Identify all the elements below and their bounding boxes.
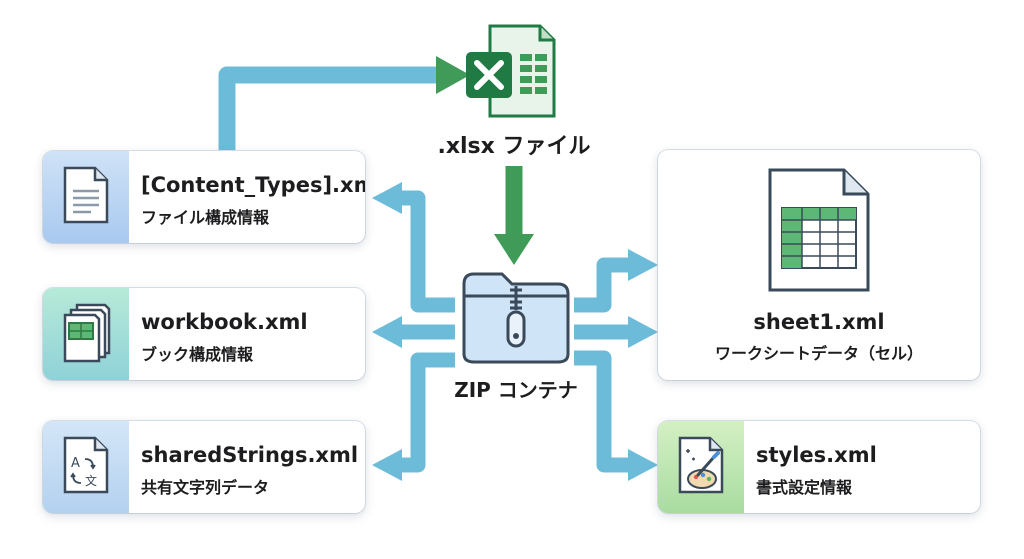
card-title: styles.xml — [756, 443, 877, 467]
card-workbook: workbook.xml ブック構成情報 — [43, 288, 365, 380]
card-title: sharedStrings.xml — [141, 443, 359, 467]
arrowhead-zip — [494, 234, 534, 265]
card-subtitle: ワークシートデータ（セル） — [714, 344, 923, 363]
card-title: workbook.xml — [141, 310, 308, 334]
card-styles: styles.xml 書式設定情報 — [658, 421, 980, 513]
zip-label: ZIP コンテナ — [454, 378, 578, 402]
card-subtitle: 書式設定情報 — [756, 478, 853, 497]
card-shared-strings: A 文 sharedStrings.xml 共有文字列データ — [43, 421, 365, 513]
zip-folder-icon — [458, 262, 574, 370]
stacked-sheets-icon — [61, 301, 113, 367]
arrowhead-workbook — [372, 316, 402, 348]
svg-text:文: 文 — [85, 473, 97, 488]
document-icon — [61, 165, 111, 229]
arrowhead-sheet1 — [628, 316, 658, 348]
arrow-zip-to-content-types — [400, 190, 455, 313]
card-subtitle: ファイル構成情報 — [141, 208, 270, 227]
arrow-zip-to-sheet1-upper — [574, 257, 630, 313]
arrow-zip-to-shared-strings — [400, 352, 455, 473]
card-title: sheet1.xml — [753, 310, 885, 334]
card-subtitle: ブック構成情報 — [141, 345, 254, 364]
card-subtitle: 共有文字列データ — [141, 478, 270, 497]
excel-file-icon — [462, 22, 558, 126]
arrow-content-types-to-xlsx — [218, 66, 440, 150]
card-title: [Content_Types].xml — [141, 173, 365, 197]
arrowhead-content-types — [372, 182, 402, 214]
svg-text:A: A — [71, 456, 80, 471]
arrow-zip-to-styles — [574, 350, 630, 473]
arrowhead-styles — [628, 449, 658, 481]
paint-palette-icon — [676, 435, 728, 499]
translate-document-icon: A 文 — [61, 435, 111, 499]
card-sheet1: sheet1.xml ワークシートデータ（セル） — [658, 150, 980, 380]
card-content-types: [Content_Types].xml ファイル構成情報 — [43, 151, 365, 243]
arrowhead-shared-strings — [372, 449, 402, 481]
spreadsheet-icon — [764, 166, 874, 300]
arrowhead-sheet1-upper — [628, 249, 658, 281]
xlsx-label: .xlsx ファイル — [437, 134, 591, 159]
arrowhead-xlsx — [436, 56, 470, 94]
